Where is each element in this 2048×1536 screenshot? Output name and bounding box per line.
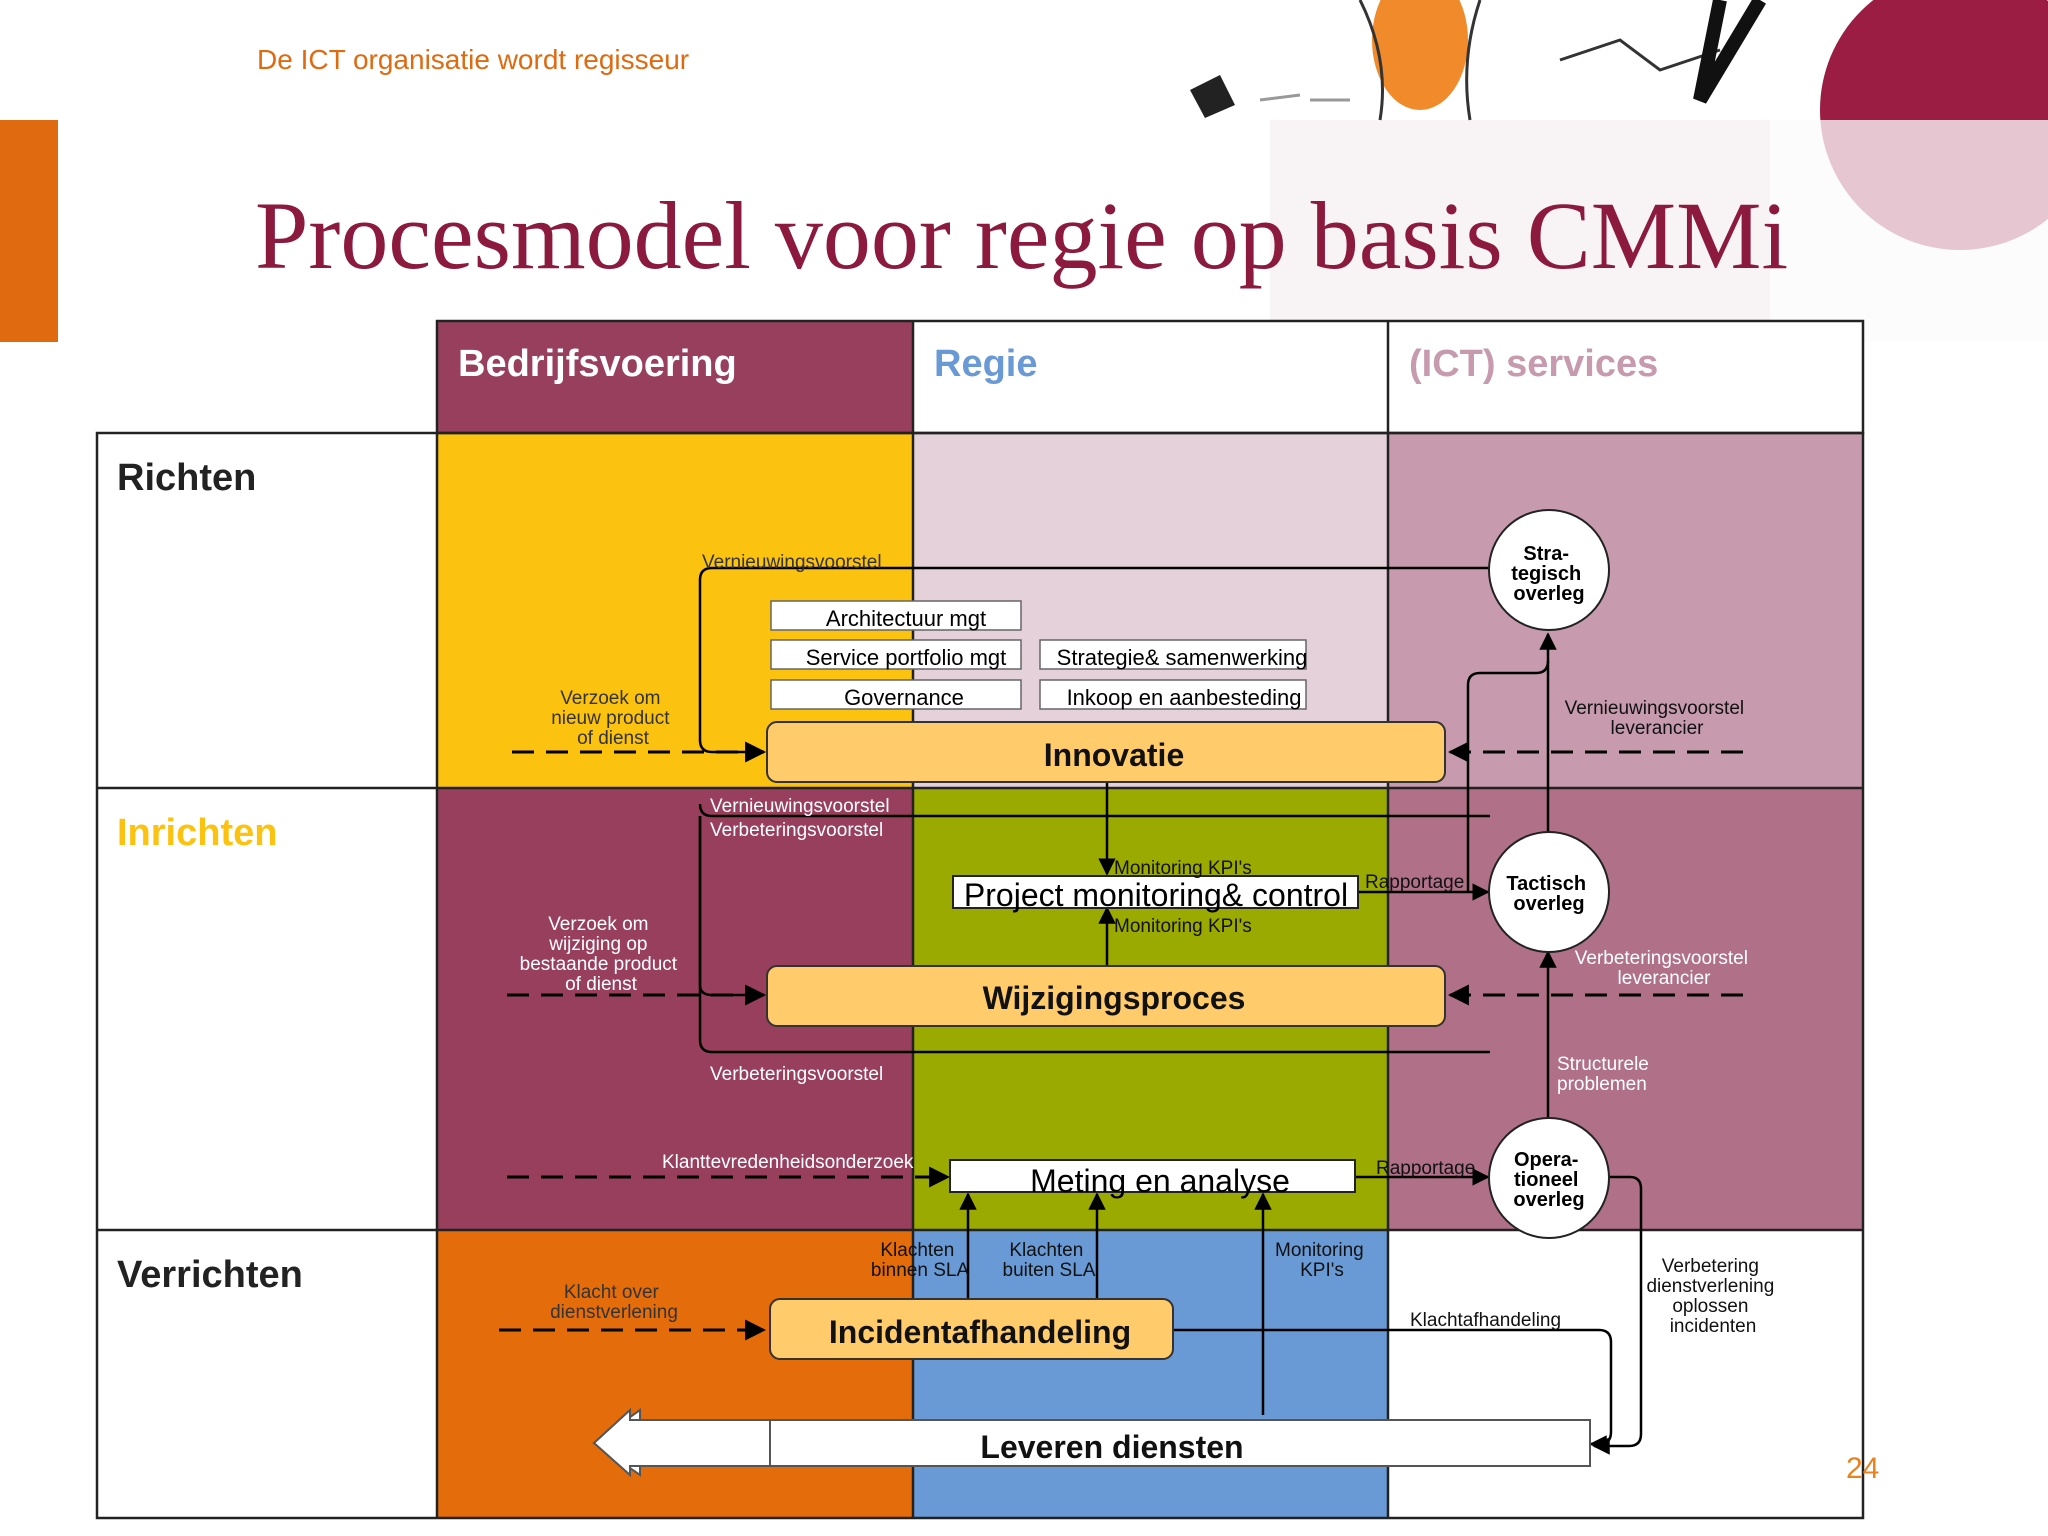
sketch-banner-image <box>1160 0 2048 342</box>
arrow-leveren-head <box>592 1407 771 1478</box>
meeting-tactisch <box>1488 831 1610 953</box>
box-project-monitoring-label: Project monitoring& control <box>964 877 1348 913</box>
slide-title: Procesmodel voor regie op basis CMMi <box>255 182 1789 289</box>
label-rapportage-bottom: Rapportage <box>1376 1158 1475 1179</box>
box-inkoop <box>1039 679 1307 710</box>
annotation-labels: Vernieuwingsvoorstel Verzoek om nieuw pr… <box>520 552 1779 1337</box>
label-verbeteringsvoorstel-leverancier: Verbeteringsvoorstel leverancier <box>1575 948 1754 989</box>
column-header-services: (ICT) services <box>1409 343 1658 385</box>
box-service-portfolio <box>770 639 1022 670</box>
process-innovatie-label: Innovatie <box>1044 737 1184 773</box>
box-inkoop-label: Inkoop en aanbesteding <box>1067 685 1302 710</box>
column-header-bedrijfsvoering: Bedrijfsvoering <box>458 343 737 385</box>
label-klachtafhandeling: Klachtafhandeling <box>1410 1310 1561 1331</box>
process-innovatie <box>766 721 1446 783</box>
header-bedrijfsvoering-cell <box>437 321 913 433</box>
process-incidentafhandeling-label: Incidentafhandeling <box>829 1314 1131 1350</box>
label-structurele-problemen: Structurele problemen <box>1557 1054 1654 1095</box>
page-number: 24 <box>1846 1452 1880 1485</box>
row-label-verrichten: Verrichten <box>117 1254 303 1296</box>
box-service-portfolio-label: Service portfolio mgt <box>806 645 1007 670</box>
box-meting-analyse <box>949 1159 1356 1193</box>
label-monitoring-kpi-top: Monitoring KPI's <box>1114 858 1252 879</box>
meeting-strategisch <box>1488 509 1610 631</box>
process-wijzigingsproces <box>766 965 1446 1027</box>
label-klacht-over: Klacht over dienstverlening <box>550 1282 678 1323</box>
label-verzoek-wijziging: Verzoek om wijziging op bestaande produc… <box>520 914 683 995</box>
meeting-strategisch-label: Stra- tegisch overleg <box>1511 543 1587 605</box>
meeting-operationeel-label: Opera- tioneel overleg <box>1513 1149 1584 1211</box>
label-verzoek-nieuw: Verzoek om nieuw product of dienst <box>551 688 675 749</box>
dashed-input-arrows <box>499 741 1743 1341</box>
accent-bar <box>0 120 58 342</box>
box-strategie <box>1039 639 1307 670</box>
label-verbeteringsvoorstel-low: Verbeteringsvoorstel <box>710 1064 883 1085</box>
process-incidentafhandeling <box>769 1298 1174 1360</box>
meeting-operationeel <box>1488 1117 1610 1239</box>
box-project-monitoring <box>952 875 1359 909</box>
header-regie-cell <box>913 321 1388 433</box>
label-klanttevredenheid: Klanttevredenheidsonderzoek <box>662 1152 914 1173</box>
box-meting-analyse-label: Meting en analyse <box>1030 1163 1290 1199</box>
box-governance <box>770 679 1022 710</box>
meeting-tactisch-label: Tactisch overleg <box>1506 873 1591 915</box>
process-wijzigingsproces-label: Wijzigingsproces <box>983 980 1246 1016</box>
label-verbetering-dienstverlening: Verbetering dienstverlening oplossen inc… <box>1646 1256 1779 1337</box>
row-label-richten: Richten <box>117 457 256 499</box>
label-vernieuwingsvoorstel-top: Vernieuwingsvoorstel <box>702 552 882 573</box>
label-monitoring-kpis-low: Monitoring KPI's <box>1275 1240 1369 1281</box>
box-strategie-label: Strategie& samenwerking <box>1057 645 1308 670</box>
process-leveren-label: Leveren diensten <box>980 1429 1243 1465</box>
label-vernieuwingsvoorstel-leverancier: Vernieuwingsvoorstel leverancier <box>1565 698 1750 739</box>
column-header-regie: Regie <box>934 343 1037 385</box>
cell-verrichten-bedrijfsvoering <box>437 1230 913 1518</box>
box-governance-label: Governance <box>844 685 964 710</box>
function-boxes: Architectuur mgt Service portfolio mgt G… <box>770 600 1308 710</box>
label-vernieuwingsvoorstel-mid: Vernieuwingsvoorstel <box>710 796 890 817</box>
box-architectuur-label: Architectuur mgt <box>826 606 986 631</box>
label-monitoring-kpi-bottom: Monitoring KPI's <box>1114 916 1252 937</box>
cell-verrichten-services <box>1388 1230 1863 1518</box>
label-rapportage-top: Rapportage <box>1365 872 1464 893</box>
label-verbeteringsvoorstel-mid: Verbeteringsvoorstel <box>710 820 883 841</box>
row-label-inrichten: Inrichten <box>117 812 277 854</box>
header-services-cell <box>1388 321 1863 433</box>
label-klachten-buiten: Klachten buiten SLA <box>1003 1240 1096 1281</box>
slide-subtitle: De ICT organisatie wordt regisseur <box>257 44 690 75</box>
box-architectuur <box>770 600 1022 631</box>
label-klachten-binnen: Klachten binnen SLA <box>871 1240 970 1281</box>
cell-verrichten-regie <box>913 1230 1388 1518</box>
connectors <box>698 566 1643 1455</box>
